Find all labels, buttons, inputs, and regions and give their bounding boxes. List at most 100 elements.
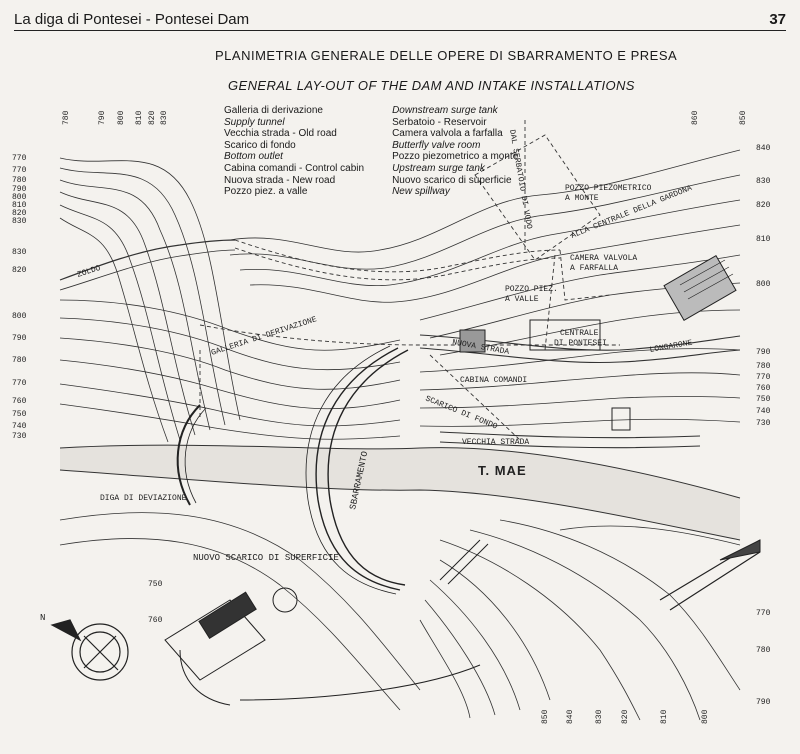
- legend-item: Pozzo piez. a valle: [224, 186, 308, 198]
- title-italian: PLANIMETRIA GENERALE DELLE OPERE DI SBAR…: [215, 48, 678, 63]
- contour-label: 810: [135, 110, 144, 125]
- dam-layout-map: N 780 790 800 810 820 830 770 770 780 79…: [12, 110, 771, 724]
- north-label: N: [40, 613, 45, 623]
- contour-label: 780: [756, 362, 771, 371]
- contour-label: 750: [12, 410, 27, 419]
- contour-label: 810: [756, 235, 771, 244]
- map-legend: Galleria di derivazione Supply tunnel Ve…: [224, 105, 518, 198]
- contour-label: 780: [12, 176, 27, 185]
- contour-label: 760: [756, 384, 771, 393]
- legend-column-left: Galleria di derivazione Supply tunnel Ve…: [224, 105, 364, 198]
- contour-label: 770: [12, 154, 27, 163]
- legend-item: Supply tunnel: [224, 116, 285, 128]
- contour-values-right: 860 850 840 830 820 810 800 790 780 770 …: [691, 110, 771, 707]
- label-camera-valvola-2: A FARFALLA: [570, 264, 618, 273]
- legend-item: Butterfly valve room: [392, 139, 481, 151]
- contour-label: 840: [756, 144, 771, 153]
- power-station-structures: [459, 254, 737, 431]
- contour-label: 770: [12, 166, 27, 175]
- contour-label: 780: [12, 356, 27, 365]
- tunnels-and-pipes: [199, 120, 620, 441]
- zoldo-stream-bank: [59, 249, 236, 291]
- contour-label: 830: [595, 709, 604, 724]
- label-diga-deviazione: DIGA DI DEVIAZIONE: [100, 494, 187, 503]
- contour-label: 820: [148, 110, 157, 125]
- page-header: La diga di Pontesei - Pontesei Dam 37: [14, 6, 786, 31]
- running-title: La diga di Pontesei - Pontesei Dam: [14, 11, 250, 28]
- contour-label: 790: [98, 110, 107, 125]
- contour-label: 790: [12, 185, 27, 194]
- contour-label: 820: [621, 709, 630, 724]
- deviation-dam: [176, 404, 201, 506]
- river-bank-upper: [59, 444, 741, 499]
- contours-upper-right: [229, 149, 741, 427]
- contour-label: 830: [756, 177, 771, 186]
- page-number: 37: [769, 11, 786, 28]
- legend-item: Serbatoio - Reservoir: [392, 116, 487, 128]
- contour-label: 760: [12, 397, 27, 406]
- contour-label: 730: [756, 419, 771, 428]
- label-vecchia-strada: VECCHIA STRADA: [462, 438, 529, 447]
- label-cabina-comandi: CABINA COMANDI: [460, 376, 527, 385]
- contour-label: 790: [756, 348, 771, 357]
- legend-item: Vecchia strada - Old road: [224, 128, 337, 140]
- contour-label: 810: [12, 201, 27, 210]
- legend-item: Nuovo scarico di superficie: [392, 174, 512, 186]
- contour-label: 740: [756, 407, 771, 416]
- label-pozzo-monte: POZZO PIEZOMETRICO: [565, 184, 652, 193]
- contour-label: 830: [12, 217, 27, 226]
- contour-label: 780: [62, 110, 71, 125]
- contour-label: 800: [12, 193, 27, 202]
- legend-item: Downstream surge tank: [392, 105, 498, 116]
- label-galleria: GALLERIA DI DERIVAZIONE: [210, 315, 318, 358]
- contour-label: 800: [701, 709, 710, 724]
- contour-label: 740: [12, 422, 27, 431]
- label-pozzo-valle: POZZO PIEZ.: [505, 285, 558, 294]
- legend-item: New spillway: [392, 186, 450, 198]
- zoldo-stream: [59, 239, 236, 281]
- contour-label: 800: [756, 280, 771, 289]
- label-pozzo-valle-2: A VALLE: [505, 295, 539, 304]
- legend-item: Bottom outlet: [224, 151, 283, 163]
- label-camera-valvola: CAMERA VALVOLA: [570, 254, 637, 263]
- spillway-structures: [164, 539, 761, 706]
- contour-label: 770: [12, 379, 27, 388]
- contour-label: 790: [756, 698, 771, 707]
- contours-lower: [59, 512, 741, 721]
- contour-label: 790: [12, 334, 27, 343]
- contours-left-slope: [59, 157, 401, 443]
- legend-item: Galleria di derivazione: [224, 105, 323, 116]
- contour-label: 850: [541, 709, 550, 724]
- legend-item: Scarico di fondo: [224, 139, 296, 151]
- contour-label: 750: [756, 395, 771, 404]
- contour-values-bottom: 850 840 830 820 810 800 750 760: [148, 580, 710, 724]
- label-centrale-2: DI PONTESEI: [554, 339, 607, 348]
- label-nuovo-scarico: NUOVO SCARICO DI SUPERFICIE: [193, 553, 339, 563]
- legend-item: Nuova strada - New road: [224, 174, 336, 186]
- contour-label: 830: [12, 248, 27, 257]
- contour-label: 770: [756, 373, 771, 382]
- river-bank-lower: [59, 469, 741, 541]
- contour-label: 730: [12, 432, 27, 441]
- label-centrale: CENTRALE: [560, 329, 599, 338]
- contour-label: 830: [160, 110, 169, 125]
- contour-label: 860: [691, 110, 700, 125]
- label-river: T. MAE: [478, 463, 527, 478]
- legend-item: Upstream surge tank: [392, 162, 485, 174]
- title-english: GENERAL LAY-OUT OF THE DAM AND INTAKE IN…: [228, 78, 635, 93]
- contour-label: 770: [756, 609, 771, 618]
- contour-label: 840: [566, 709, 575, 724]
- contour-label: 810: [660, 709, 669, 724]
- legend-item: Pozzo piezometrico a monte: [392, 151, 519, 163]
- river-bed: [60, 445, 740, 540]
- legend-item: Cabina comandi - Control cabin: [224, 162, 365, 174]
- north-arrow-icon: [50, 619, 129, 681]
- deviation-dam-inner: [184, 407, 207, 504]
- contour-label: 820: [12, 209, 27, 218]
- contour-label: 780: [756, 646, 771, 655]
- contour-values-left: 770 770 780 790 800 810 820 830 830 820 …: [12, 154, 27, 441]
- contour-label: 820: [12, 266, 27, 275]
- contour-label: 820: [756, 201, 771, 210]
- contour-label: 800: [12, 312, 27, 321]
- contour-label: 750: [148, 580, 163, 589]
